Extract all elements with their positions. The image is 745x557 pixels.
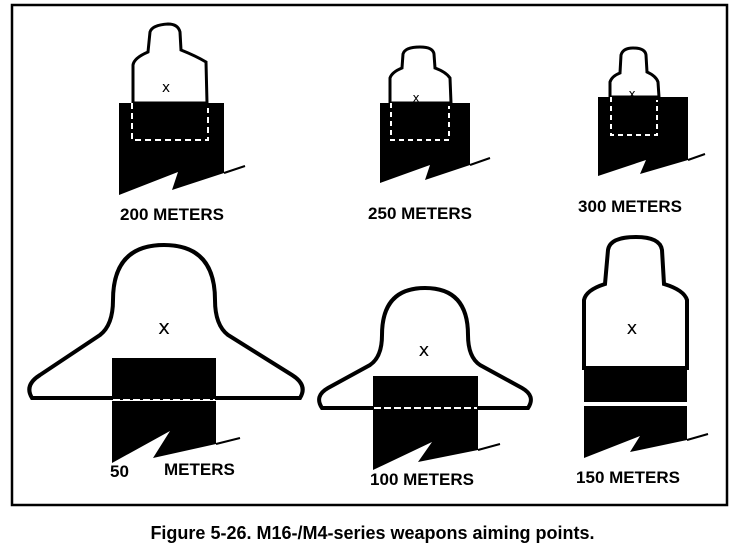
target-100-meters: x 100 METERS <box>317 285 533 489</box>
target-150-meters: x 150 METERS <box>576 234 709 487</box>
target-200-meters: x 200 METERS <box>119 22 246 224</box>
aim-mark: x <box>162 80 170 96</box>
distance-label: 250 METERS <box>368 204 472 223</box>
aim-mark: x <box>628 87 635 101</box>
figure-caption: Figure 5-26. M16-/M4-series weapons aimi… <box>150 523 595 543</box>
aim-mark: x <box>419 340 430 361</box>
aim-mark: x <box>412 91 419 105</box>
distance-label: 150 METERS <box>576 468 680 487</box>
aim-mark: x <box>627 318 638 339</box>
distance-label: 300 METERS <box>578 197 682 216</box>
distance-label: 200 METERS <box>120 205 224 224</box>
aiming-zone-outline <box>131 103 209 141</box>
aim-mark: x <box>158 315 170 339</box>
figure-frame <box>10 3 729 507</box>
distance-unit: METERS <box>164 460 235 479</box>
distance-label: 100 METERS <box>370 470 474 489</box>
distance-number: 50 <box>110 462 129 481</box>
target-250-meters: x 250 METERS <box>368 45 491 223</box>
target-300-meters: x 300 METERS <box>578 46 706 216</box>
target-50-meters: x 50 METERS <box>27 242 305 481</box>
